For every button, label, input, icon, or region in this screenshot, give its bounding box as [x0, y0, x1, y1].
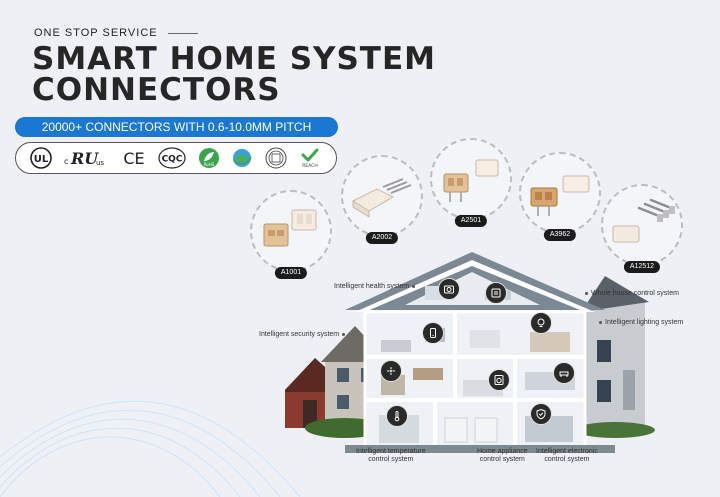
connector-model-label: A2501: [454, 215, 488, 227]
rohs-icon-text: RoHS: [203, 162, 214, 167]
cqc-icon-text: CQC: [162, 155, 183, 165]
eyebrow-text: ONE STOP SERVICE: [34, 27, 158, 39]
label-health-system: Intelligent health system: [334, 283, 418, 291]
connector-model-label: A1001: [274, 267, 308, 279]
label-appliance-system: Home appliance control system: [477, 448, 528, 464]
cru-us-suffix: us: [96, 159, 104, 167]
label-temperature-line1: Intelligent temperature: [356, 448, 426, 455]
cru-us-icon: c RU us: [63, 147, 109, 169]
label-appliance-line1: Home appliance: [477, 448, 528, 455]
certifications-bar: UL c RU us CE CQC RoHS: [15, 142, 337, 174]
label-dot: [585, 291, 588, 295]
label-electronic-line2: control system: [544, 456, 590, 463]
connector-model-label: A12512: [623, 261, 661, 273]
title-line-2: CONNECTORS: [32, 72, 281, 108]
label-dot: [412, 284, 416, 288]
connector-illustration: [351, 178, 412, 218]
lightbulb-icon[interactable]: [530, 312, 552, 334]
connector-card[interactable]: A12512: [601, 184, 683, 273]
eyebrow-divider: [167, 32, 198, 34]
shield-icon[interactable]: [530, 403, 552, 425]
phone-lock-icon[interactable]: [422, 322, 444, 344]
cru-us-text: RU: [70, 149, 99, 168]
rohs-icon: RoHS: [198, 147, 220, 169]
globe-icon: [231, 147, 253, 169]
camera-icon[interactable]: [438, 278, 460, 300]
thermostat-icon[interactable]: [386, 405, 408, 427]
pitch-banner: 20000+ CONNECTORS WITH 0.6-10.0MM PITCH: [15, 117, 338, 137]
sofa-icon[interactable]: [553, 362, 575, 384]
connector-illustration: [530, 175, 590, 216]
connector-model-label: A3962: [543, 229, 577, 241]
eyebrow: ONE STOP SERVICE: [34, 27, 198, 39]
label-appliance-line2: control system: [479, 456, 525, 463]
connector-card[interactable]: A2002: [341, 155, 423, 244]
ce-icon-text: CE: [123, 149, 144, 168]
connector-illustration: [612, 198, 675, 243]
connector-illustration: [443, 159, 499, 202]
label-dot: [342, 332, 346, 336]
connector-card[interactable]: A1001: [250, 190, 332, 279]
cru-us-prefix: c: [64, 157, 68, 166]
ul-icon-text: UL: [34, 154, 49, 165]
ce-icon: CE: [121, 147, 147, 169]
connector-illustration: [263, 209, 317, 247]
label-security-system: Intelligent security system: [259, 331, 348, 339]
washer-icon[interactable]: [488, 369, 510, 391]
connector-model-label: A2002: [365, 232, 399, 244]
smart-home-house-illustration: [285, 252, 655, 453]
connector-card[interactable]: A2501: [430, 138, 512, 227]
label-electronic-system: Intelligent electronic control system: [536, 448, 598, 464]
reach-icon-text: REACH: [303, 163, 319, 169]
cqc-icon: CQC: [158, 147, 186, 169]
reach-icon: REACH: [298, 147, 322, 169]
label-whole-house-text: Whole house control system: [591, 290, 679, 297]
label-lighting-system: Intelligent lighting system: [596, 319, 683, 327]
ul-icon: UL: [29, 147, 52, 169]
label-electronic-line1: Intelligent electronic: [536, 448, 598, 455]
page-title: SMART HOME SYSTEM CONNECTORS: [32, 44, 436, 106]
title-line-1: SMART HOME SYSTEM: [32, 41, 436, 77]
iso-seal-icon: [265, 147, 287, 169]
label-whole-house-system: Whole house control system: [582, 290, 679, 298]
fan-icon[interactable]: [380, 360, 402, 382]
label-temperature-line2: control system: [368, 456, 414, 463]
label-security-text: Intelligent security system: [259, 331, 340, 338]
connector-card[interactable]: A3962: [519, 152, 601, 241]
label-health-text: Intelligent health system: [334, 283, 410, 290]
label-lighting-text: Intelligent lighting system: [605, 319, 684, 326]
label-temperature-system: Intelligent temperature control system: [356, 448, 426, 464]
label-dot: [599, 320, 602, 324]
monitor-icon[interactable]: [485, 282, 507, 304]
